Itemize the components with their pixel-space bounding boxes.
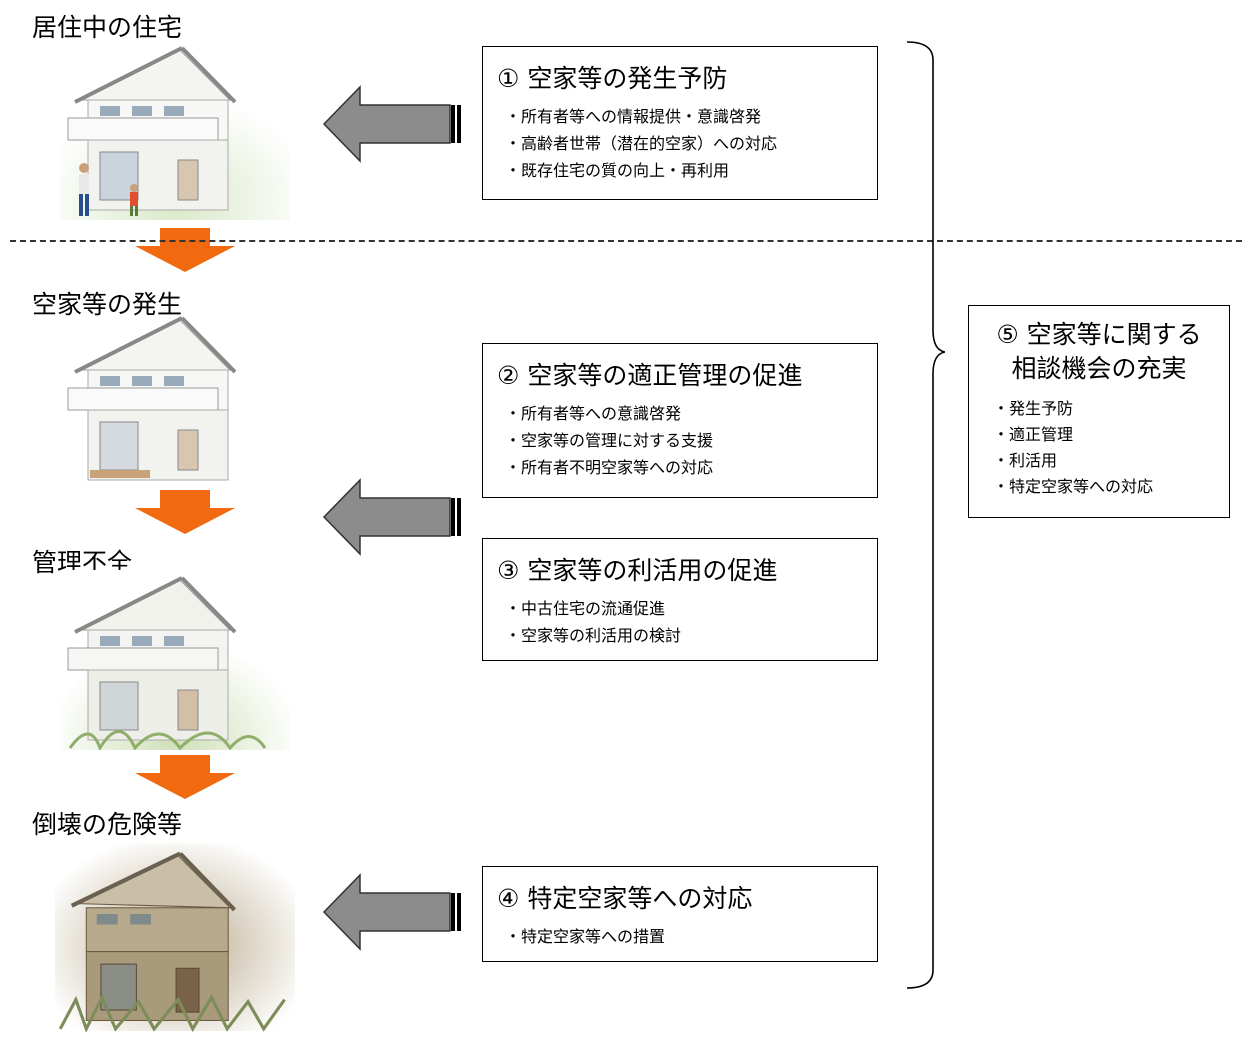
measure-item: 所有者不明空家等への対応 [505, 454, 877, 481]
measure-box-specific-vacant: ④ 特定空家等への対応 特定空家等への措置 [482, 866, 878, 962]
measure-box-utilization: ③ 空家等の利活用の促進 中古住宅の流通促進 空家等の利活用の検討 [482, 538, 878, 661]
stage-label-vacancy: 空家等の発生 [32, 290, 183, 319]
measure-title: ① 空家等の発生予防 [497, 64, 728, 93]
consultation-title-line1: ⑤ 空家等に関する [996, 320, 1202, 349]
measure-item: 空家等の管理に対する支援 [505, 427, 877, 454]
consultation-title-line2: 相談機会の充実 [1011, 354, 1187, 383]
stage-label-occupied: 居住中の住宅 [32, 13, 183, 42]
consultation-item: 発生予防 [993, 396, 1229, 422]
measure-item: 所有者等への情報提供・意識啓発 [505, 103, 877, 130]
measure-title: ③ 空家等の利活用の促進 [497, 556, 778, 585]
flow-arrow-1 [135, 228, 235, 272]
house-occupied-illustration [60, 40, 290, 220]
measure-item: 所有者等への意識啓発 [505, 400, 877, 427]
consultation-item: 特定空家等への対応 [993, 474, 1229, 500]
measure-arrow-2 [322, 478, 461, 556]
phase-divider-line [10, 240, 1242, 242]
measure-box-management: ② 空家等の適正管理の促進 所有者等への意識啓発 空家等の管理に対する支援 所有… [482, 343, 878, 498]
consultation-item: 利活用 [993, 448, 1229, 474]
grouping-bracket [906, 41, 945, 989]
measure-item: 高齢者世帯（潜在的空家）への対応 [505, 130, 877, 157]
flow-arrow-2 [135, 490, 235, 534]
measure-title: ④ 特定空家等への対応 [497, 884, 753, 913]
measure-title: ② 空家等の適正管理の促進 [497, 361, 803, 390]
house-poorly-managed-illustration [60, 570, 290, 750]
measure-item: 特定空家等への措置 [505, 923, 877, 950]
measure-box-prevention: ① 空家等の発生予防 所有者等への情報提供・意識啓発 高齢者世帯（潜在的空家）へ… [482, 46, 878, 200]
consultation-item: 適正管理 [993, 422, 1229, 448]
measure-arrow-1 [322, 85, 461, 163]
stage-label-collapse-risk: 倒壊の危険等 [32, 810, 183, 839]
house-collapse-risk-illustration [55, 843, 295, 1032]
measure-arrow-4 [322, 873, 461, 951]
house-vacant-illustration [67, 316, 237, 481]
flow-arrow-3 [135, 755, 235, 799]
measure-item: 空家等の利活用の検討 [505, 622, 877, 649]
measure-item: 既存住宅の質の向上・再利用 [505, 157, 877, 184]
measure-item: 中古住宅の流通促進 [505, 595, 877, 622]
consultation-box: ⑤ 空家等に関する 相談機会の充実 発生予防 適正管理 利活用 特定空家等への対… [968, 305, 1230, 518]
